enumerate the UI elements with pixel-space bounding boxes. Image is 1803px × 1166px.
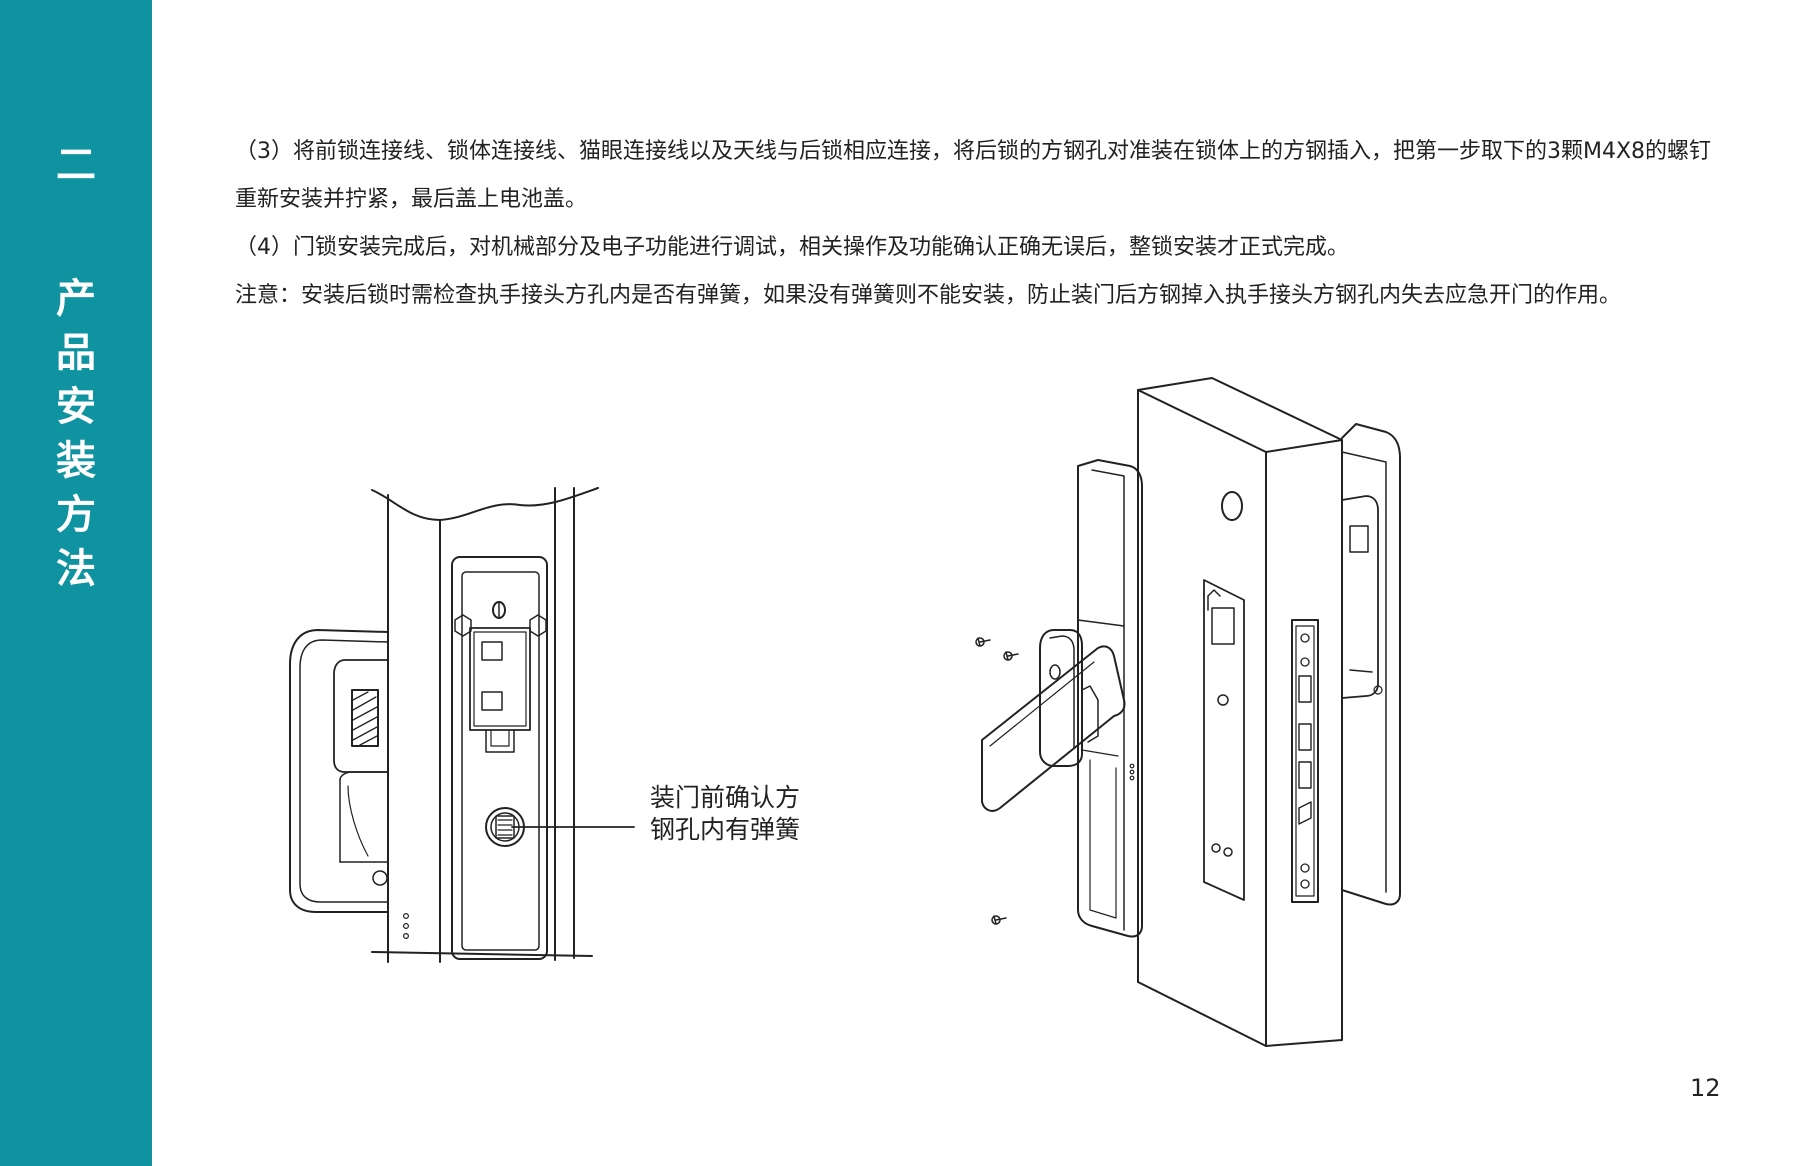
page-number: 12	[1690, 1074, 1721, 1102]
section-number: 二	[56, 142, 96, 188]
section-title-char: 装	[56, 438, 96, 484]
section-title-char: 安	[56, 384, 96, 430]
rear-lock-closeup-diagram	[289, 487, 635, 963]
section-title: 二 产 品 安 装 方 法	[0, 138, 152, 596]
section-sidebar: 二 产 品 安 装 方 法	[0, 0, 152, 1166]
spring-check-callout: 装门前确认方 钢孔内有弹簧	[650, 782, 800, 846]
callout-line: 装门前确认方	[650, 783, 801, 812]
exploded-assembly-diagram	[975, 377, 1401, 1047]
section-title-char: 品	[56, 330, 96, 376]
section-title-char: 产	[56, 276, 96, 322]
step-3-paragraph: （3）将前锁连接线、锁体连接线、猫眼连接线以及天线与后锁相应连接，将后锁的方钢孔…	[235, 139, 1712, 212]
callout-line: 钢孔内有弹簧	[650, 815, 801, 844]
note-paragraph: 注意：安装后锁时需检查执手接头方孔内是否有弹簧，如果没有弹簧则不能安装，防止装门…	[235, 283, 1622, 308]
section-title-char: 方	[56, 492, 96, 538]
section-title-char: 法	[56, 546, 96, 592]
step-4-paragraph: （4）门锁安装完成后，对机械部分及电子功能进行调试，相关操作及功能确认正确无误后…	[235, 235, 1350, 260]
instruction-text: （3）将前锁连接线、锁体连接线、猫眼连接线以及天线与后锁相应连接，将后锁的方钢孔…	[235, 128, 1715, 320]
